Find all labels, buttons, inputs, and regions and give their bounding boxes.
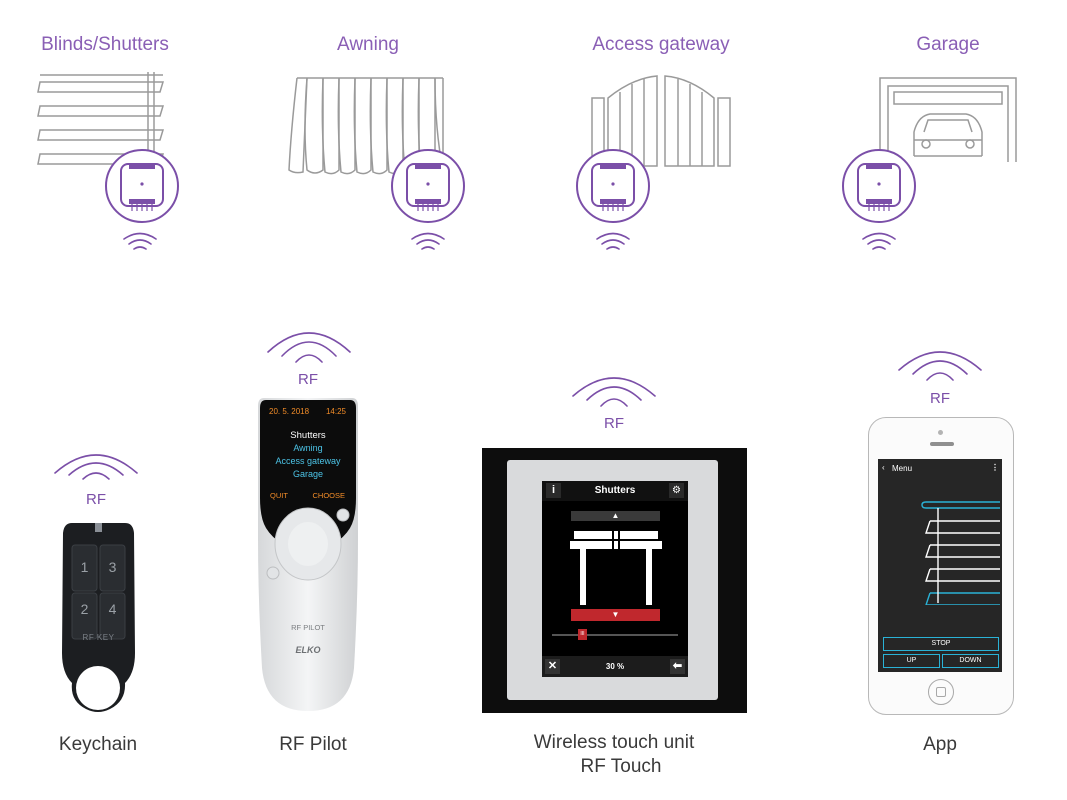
device-label-keychain: Keychain — [58, 734, 138, 755]
blinds-icon — [37, 72, 179, 250]
rf-label-pilot: RF — [298, 371, 318, 388]
pilot-quit-softkey[interactable]: QUIT — [270, 491, 288, 500]
app-up-button[interactable]: UP — [883, 654, 940, 668]
app-screen: ‹ Menu ⋮ STOP UP DOWN — [878, 459, 1002, 672]
pilot-time: 14:25 — [325, 407, 346, 416]
pilot-menu-item-shutters[interactable]: Shutters — [290, 430, 326, 441]
category-label-access-gateway: Access gateway — [592, 34, 730, 55]
category-label-awning: Awning — [337, 34, 399, 55]
touch-slider-handle[interactable]: III — [578, 629, 587, 640]
touch-slider-track[interactable] — [552, 634, 678, 636]
back-chevron-icon[interactable]: ‹ — [882, 463, 885, 472]
pilot-menu-item-awning[interactable]: Awning — [293, 443, 323, 453]
keychain-brand: RF KEY — [82, 633, 115, 642]
keychain-button-1[interactable]: 1 — [80, 559, 89, 575]
rf-signal-icon-keychain — [54, 454, 138, 480]
device-label-touch-line2: RF Touch — [580, 756, 662, 777]
touch-footer — [542, 656, 688, 677]
keychain-device: 1 3 2 4 RF KEY — [62, 523, 135, 713]
pilot-model-text: RF PILOT — [291, 623, 325, 632]
pilot-choose-softkey[interactable]: CHOOSE — [312, 491, 345, 500]
device-label-touch-line1: Wireless touch unit — [533, 732, 695, 753]
touch-down-arrow-button[interactable]: ▼ — [571, 609, 660, 621]
rf-label-keychain: RF — [86, 491, 106, 508]
touch-screen: i Shutters ⚙ ▲ ▼ III ✕ 30 % ⬅ — [542, 481, 688, 677]
category-label-garage: Garage — [916, 34, 980, 55]
touch-title: Shutters — [594, 485, 636, 496]
pilot-brand-logo: ELKO — [295, 645, 321, 655]
rf-label-touch: RF — [604, 415, 624, 432]
rf-signal-icon-app — [898, 351, 982, 381]
touch-header — [542, 481, 688, 501]
touch-up-arrow-button[interactable]: ▲ — [571, 511, 660, 521]
home-button[interactable] — [928, 679, 954, 705]
back-arrow-icon[interactable]: ⬅ — [670, 659, 685, 674]
keychain-button-2[interactable]: 2 — [80, 601, 89, 617]
smartphone-device: ‹ Menu ⋮ STOP UP DOWN — [868, 417, 1014, 715]
device-label-rf-pilot: RF Pilot — [279, 734, 347, 755]
awning-icon — [288, 77, 465, 250]
app-stop-button[interactable]: STOP — [883, 637, 999, 651]
device-label-app: App — [923, 734, 957, 755]
home-square-icon — [936, 687, 946, 697]
rf-signal-icon-pilot — [267, 332, 351, 363]
pilot-menu-item-garage[interactable]: Garage — [292, 469, 324, 479]
rf-label-app: RF — [930, 390, 950, 407]
more-vertical-icon[interactable]: ⋮ — [991, 463, 999, 472]
rf-touch-device: i Shutters ⚙ ▲ ▼ III ✕ 30 % ⬅ — [482, 448, 747, 713]
app-down-button[interactable]: DOWN — [942, 654, 999, 668]
pilot-date: 20. 5. 2018 — [269, 407, 310, 416]
gate-icon — [576, 75, 731, 250]
rf-pilot-device: 20. 5. 2018 14:25 Shutters Awning Access… — [258, 398, 358, 711]
category-label-blinds: Blinds/Shutters — [41, 34, 169, 55]
touch-percent: 30 % — [605, 662, 625, 671]
phone-speaker — [930, 442, 954, 446]
shutter-graphic-icon — [570, 527, 662, 605]
app-shutter-graphic-icon — [921, 501, 1000, 605]
rf-signal-icon-touch — [572, 377, 656, 407]
keychain-button-3[interactable]: 3 — [108, 559, 117, 575]
info-icon[interactable]: i — [546, 483, 561, 498]
settings-gear-icon[interactable]: ⚙ — [669, 483, 684, 498]
close-icon[interactable]: ✕ — [545, 659, 560, 674]
keychain-button-4[interactable]: 4 — [108, 601, 117, 617]
garage-icon — [842, 77, 1017, 250]
phone-camera — [938, 430, 943, 435]
app-menu-label[interactable]: Menu — [892, 464, 913, 473]
pilot-menu-item-access-gateway[interactable]: Access gateway — [275, 456, 341, 466]
